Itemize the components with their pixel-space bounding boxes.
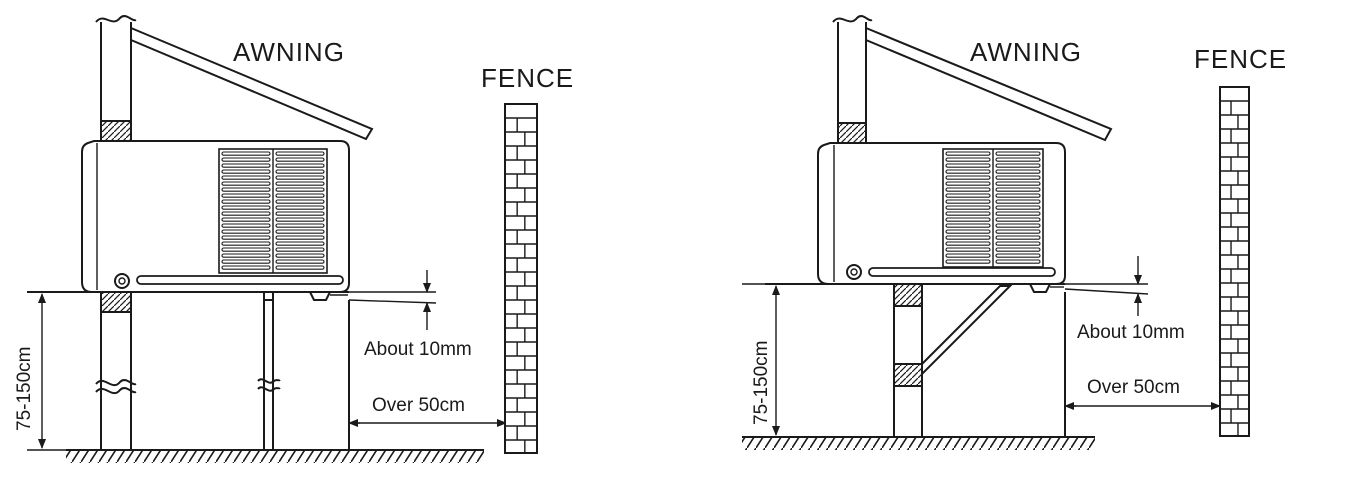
right-wall-bracket-icon <box>765 283 1066 437</box>
left-unit-grille <box>218 148 328 274</box>
right-ground-hatch-icon <box>742 436 1095 450</box>
left-fence <box>504 103 538 454</box>
right-gap-dimension <box>1064 256 1149 316</box>
right-fence-label: FENCE <box>1194 44 1287 74</box>
left-unit-valve-icon <box>114 273 130 289</box>
right-distance-label: Over 50cm <box>1087 377 1180 398</box>
right-gap-label: About 10mm <box>1077 322 1185 343</box>
right-wall-pillar <box>832 15 873 144</box>
left-awning <box>130 26 374 141</box>
left-height-dimension <box>27 291 102 451</box>
left-wall-pillar <box>95 15 137 450</box>
left-awning-label: AWNING <box>233 37 345 67</box>
left-fence-label: FENCE <box>481 63 574 93</box>
left-height-label: 75-150cm <box>14 347 35 432</box>
right-unit-grille <box>942 148 1044 268</box>
left-outdoor-unit <box>81 140 350 301</box>
left-gap-dimension <box>348 270 437 330</box>
right-fence <box>1219 86 1250 437</box>
right-unit-valve-icon <box>846 264 862 280</box>
right-awning-label: AWNING <box>970 37 1082 67</box>
right-awning <box>865 26 1113 142</box>
right-outdoor-unit <box>817 142 1066 293</box>
right-diagram: AWNING <box>742 15 1287 450</box>
right-height-label: 75-150cm <box>751 341 772 426</box>
left-diagram: AWNING <box>14 15 574 463</box>
left-support-leg <box>257 291 281 450</box>
left-ground-hatch-icon <box>66 449 484 463</box>
right-height-dimension <box>742 283 800 436</box>
left-gap-label: About 10mm <box>364 339 472 360</box>
left-distance-label: Over 50cm <box>372 395 465 416</box>
